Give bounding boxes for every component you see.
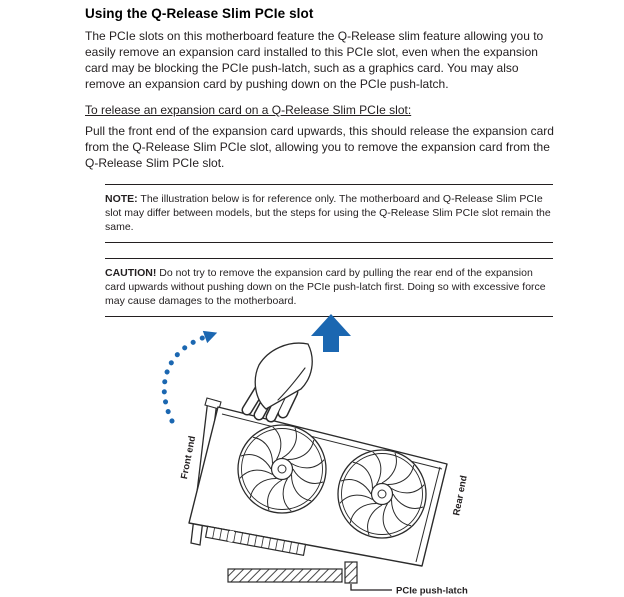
graphics-card-illustration: [188, 397, 448, 567]
caution-text: Do not try to remove the expansion card …: [105, 267, 546, 307]
rotate-up-arrow-icon: [161, 330, 218, 424]
palm: [254, 342, 313, 410]
pcie-slot-illustration: [227, 561, 392, 591]
release-paragraph: Pull the front end of the expansion card…: [85, 124, 554, 170]
page-title: Using the Q-Release Slim PCIe slot: [85, 6, 314, 21]
q-release-figure: Front end Rear end PCIe push-latch: [161, 314, 470, 597]
push-latch-leader-line: [350, 584, 392, 591]
caution-box: CAUTION! Do not try to remove the expans…: [105, 258, 553, 317]
document-content: Using the Q-Release Slim PCIe slot The P…: [85, 6, 557, 317]
rear-end-label: Rear end: [451, 474, 470, 516]
note-box: NOTE: The illustration below is for refe…: [105, 184, 553, 243]
push-latch-label: PCIe push-latch: [396, 586, 468, 597]
release-steps-heading: To release an expansion card on a Q-Rele…: [85, 103, 412, 117]
fan-left-icon: [237, 424, 327, 514]
hand-illustration: [241, 342, 313, 423]
fan-right-icon: [337, 449, 427, 539]
pcie-slot: [227, 568, 343, 583]
front-end-label: Front end: [179, 435, 198, 480]
note-text: The illustration below is for reference …: [105, 193, 551, 233]
intro-paragraph: The PCIe slots on this motherboard featu…: [85, 29, 544, 91]
lift-up-arrow-icon: [311, 314, 351, 352]
caution-label: CAUTION!: [105, 267, 157, 279]
thumb-line: [277, 367, 306, 401]
note-label: NOTE:: [105, 193, 138, 205]
edge-connector: [204, 525, 307, 556]
push-latch: [344, 561, 358, 584]
